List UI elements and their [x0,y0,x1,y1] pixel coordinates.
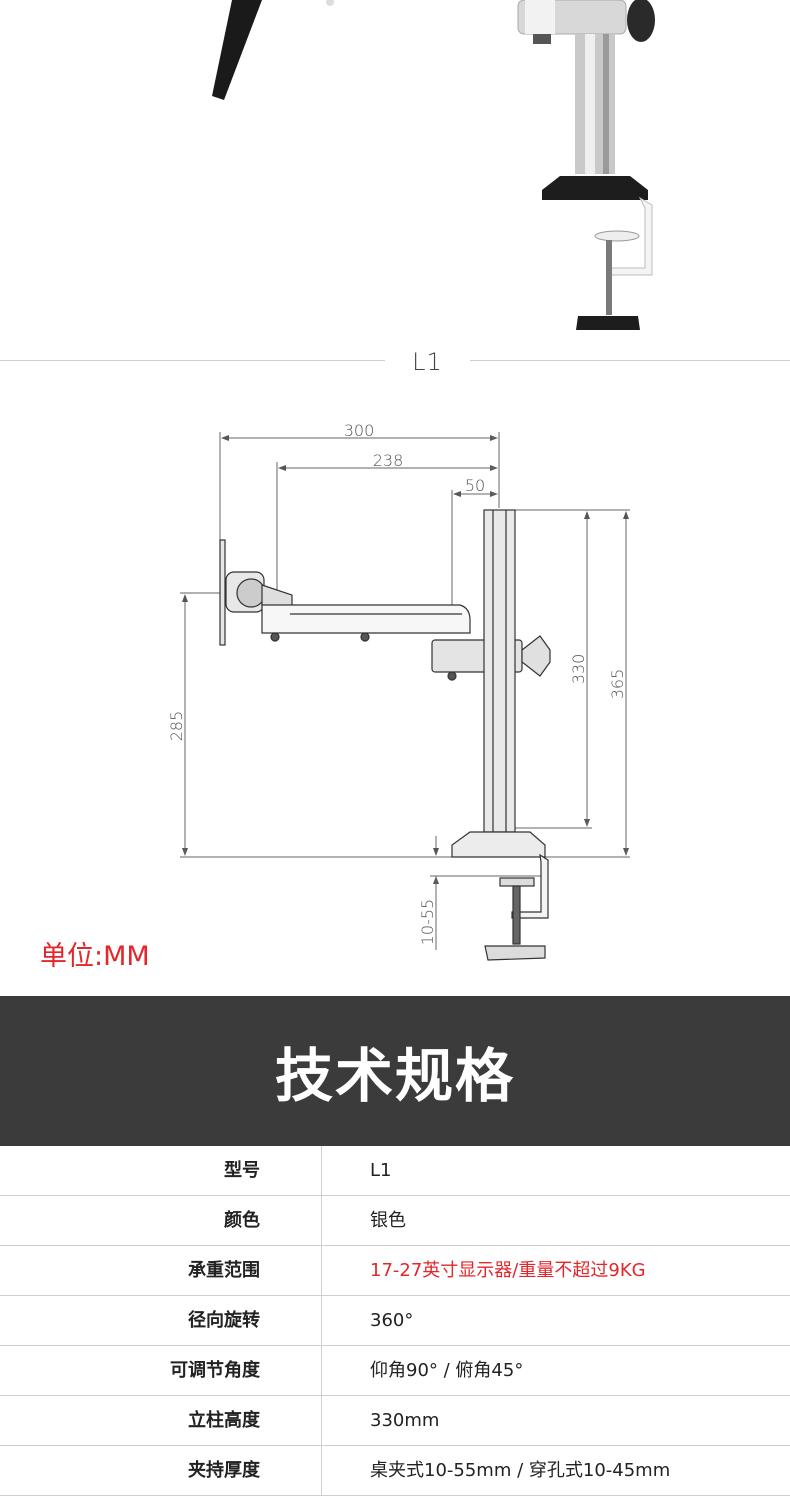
spec-divider [321,1196,322,1245]
spec-divider [321,1346,322,1395]
pole-drawing [483,509,516,833]
spec-key: 颜色 [224,1210,260,1231]
dim-arm-inner: 238 [373,451,404,470]
spec-key: 夹持厚度 [188,1460,260,1481]
clamp-pad-drawing [499,877,535,887]
spec-key: 型号 [224,1160,260,1181]
dimension-lines [180,432,630,950]
dim-arm-total: 300 [344,421,375,440]
clamp-pad [594,230,640,242]
section-model-label: L1 [412,348,443,376]
dim-mount-height: 285 [167,711,186,742]
spec-key: 承重范围 [188,1260,260,1281]
vesa-plate [219,539,226,646]
clamp-handle-drawing [484,945,546,961]
base-drawing [451,831,546,858]
pole-shadow [603,34,609,174]
monitor-edge [212,0,262,100]
spec-row-rotation: 径向旋转 360° [0,1296,790,1346]
joint-highlight [525,0,555,34]
tilt-joint-knob [236,578,266,608]
unit-label: 单位:MM [40,941,150,972]
spec-divider [321,1246,322,1295]
spec-value: 330mm [370,1410,440,1431]
clamp-bracket-drawing [511,853,549,919]
monitor-screw [326,0,334,6]
spec-divider [321,1296,322,1345]
product-photo-top [212,0,655,330]
spec-row-color: 颜色 银色 [0,1196,790,1246]
spec-divider [321,1446,322,1495]
spec-row-angle: 可调节角度 仰角90° / 俯角45° [0,1346,790,1396]
spec-value: L1 [370,1160,392,1181]
spec-key: 立柱高度 [188,1410,260,1431]
arm-screw-a [270,632,280,642]
spec-row-load: 承重范围 17-27英寸显示器/重量不超过9KG [0,1246,790,1296]
arm-screw-b [360,632,370,642]
spec-value: 仰角90° / 俯角45° [370,1360,524,1381]
section-divider: L1 [0,340,790,380]
spec-table: 型号 L1 颜色 银色 承重范围 17-27英寸显示器/重量不超过9KG 径向旋… [0,1146,790,1496]
collar-knob-icon [521,635,551,677]
clamp-handle [576,316,640,330]
dim-arm-offset: 50 [465,476,485,495]
dimension-diagram: 300 238 50 330 365 285 10-55 [167,421,630,961]
spec-value-highlight: 17-27英寸显示器/重量不超过9KG [370,1260,646,1281]
knob-icon [627,0,655,42]
spec-title: 技术规格 [274,1042,515,1110]
clamp-screw [606,240,612,315]
arm-drawing [219,509,551,961]
spec-row-pole-height: 立柱高度 330mm [0,1396,790,1446]
clamp-screw-drawing [512,885,521,945]
spec-key: 径向旋转 [188,1310,260,1331]
dim-pole-height: 330 [569,654,588,685]
arm-beam [261,604,471,634]
divider-line-left [0,360,385,361]
spec-row-clamp: 夹持厚度 桌夹式10-55mm / 穿孔式10-45mm [0,1446,790,1496]
spec-banner: 技术规格 [0,996,790,1146]
spec-value: 银色 [370,1210,406,1231]
spec-value: 桌夹式10-55mm / 穿孔式10-45mm [370,1460,671,1481]
spec-divider [321,1146,322,1195]
spec-key: 可调节角度 [170,1360,260,1381]
collar-screw [447,671,457,681]
spec-row-model: 型号 L1 [0,1146,790,1196]
divider-line-right [470,360,790,361]
dim-clamp-range: 10-55 [418,899,437,946]
joint-foot [533,34,551,44]
dim-total-height: 365 [608,669,627,700]
spec-divider [321,1396,322,1445]
spec-value: 360° [370,1310,414,1331]
clamp-base [542,176,648,200]
pole-highlight [585,34,595,174]
